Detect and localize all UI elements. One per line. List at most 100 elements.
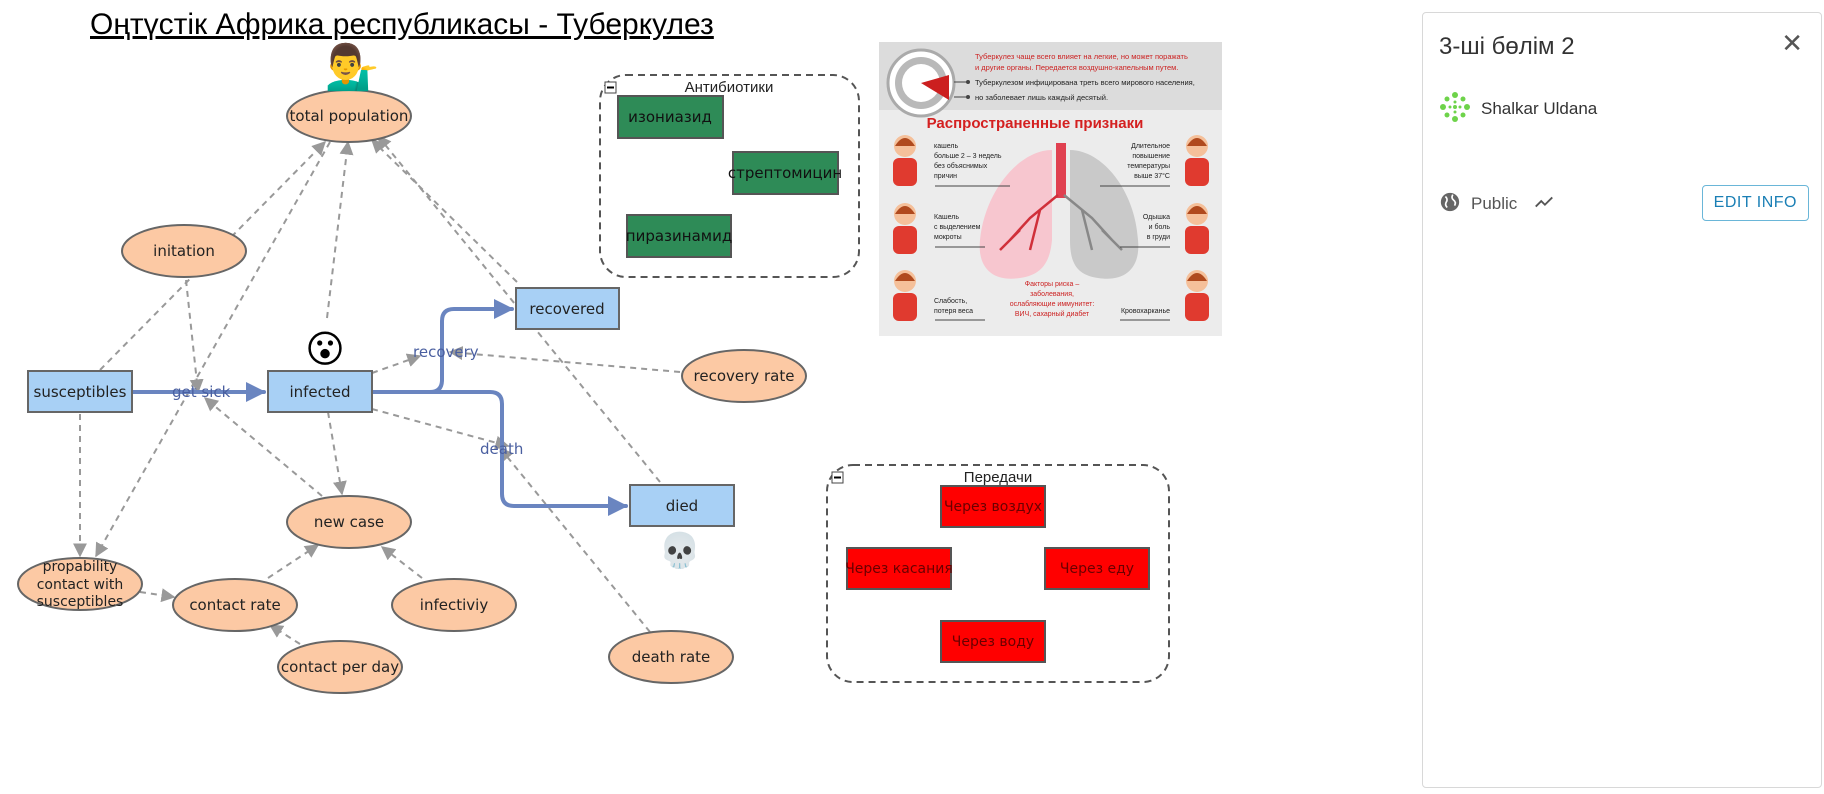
flow-death[interactable]: [370, 390, 628, 516]
link-infected-recovery[interactable]: [371, 353, 422, 374]
symptom-left-1: без объяснимых: [934, 162, 988, 170]
link-contactrate-newcase[interactable]: [267, 544, 320, 579]
stock-recovered[interactable]: recovered: [515, 287, 620, 330]
symptom-left-2: с выделением: [934, 224, 981, 231]
var-contact-rate[interactable]: contact rate: [172, 578, 298, 632]
avatar: [1439, 91, 1471, 127]
antibiotic-item[interactable]: стрептомицин: [728, 151, 842, 195]
symptom-right-2: Одышка: [1143, 214, 1170, 221]
antibiotic-item[interactable]: изониазид: [617, 95, 724, 139]
link-total-propability[interactable]: [95, 141, 331, 558]
stock-died-label: died: [666, 497, 698, 515]
flow-label-get-sick: get sick: [172, 383, 231, 401]
symptom-person-icon: [893, 135, 917, 186]
var-propability[interactable]: propability contact with susceptibles: [17, 557, 143, 611]
symptom-left-1: причин: [934, 173, 957, 180]
antibiotic-item-label: изониазид: [628, 108, 712, 126]
var-propability-line2: contact with: [37, 577, 124, 593]
edit-info-button[interactable]: EDIT INFO: [1701, 185, 1809, 221]
flow-label-recovery: recovery: [413, 343, 479, 361]
diagram-title: Оңтүстік Африка республикасы - Туберкуле…: [90, 8, 714, 41]
flow-labels: get sick recovery death: [172, 343, 523, 458]
author-name[interactable]: Shalkar Uldana: [1481, 99, 1598, 118]
antibiotics-group-label: Антибиотики: [685, 79, 774, 96]
symptom-left-1: больше 2 – 3 недель: [934, 152, 1002, 160]
var-contact-rate-label: contact rate: [189, 596, 280, 614]
lungs-icon: [979, 143, 1139, 279]
risk-factors-text: Факторы риска –: [1025, 281, 1080, 288]
symptom-right-2: и боль: [1149, 223, 1171, 231]
transmission-item-label: Через еду: [1060, 561, 1134, 577]
infographic-header-line1: Туберкулез чаще всего влияет на легкие, …: [975, 52, 1188, 61]
symptom-right-1: температуры: [1127, 163, 1170, 170]
visibility-row: Public: [1439, 191, 1555, 217]
stock-died[interactable]: died: [629, 484, 735, 527]
var-new-case[interactable]: new case: [286, 495, 412, 549]
symptom-person-icon: [893, 270, 917, 321]
link-contactperday-contactrate[interactable]: [268, 624, 301, 645]
var-recovery-rate[interactable]: recovery rate: [681, 349, 807, 403]
link-infected-total[interactable]: [326, 140, 354, 319]
antibiotic-item[interactable]: пиразинамид: [626, 214, 732, 258]
var-propability-line1: propability: [43, 559, 118, 575]
trending-icon[interactable]: [1533, 191, 1555, 217]
transmission-item[interactable]: Через еду: [1044, 547, 1150, 590]
infographic-header-line4: но заболевает лишь каждый десятый.: [975, 93, 1108, 102]
var-death-rate[interactable]: death rate: [608, 630, 734, 684]
var-propability-line3: susceptibles: [37, 594, 124, 610]
var-infectiviy[interactable]: infectiviy: [391, 578, 517, 632]
transmission-item-label: Через воздух: [944, 499, 1042, 515]
close-icon[interactable]: ✕: [1781, 29, 1803, 59]
var-contact-per-day[interactable]: contact per day: [277, 640, 403, 694]
surprised-face-emoji[interactable]: 😮: [305, 327, 345, 371]
var-total-population[interactable]: total population: [286, 89, 412, 143]
symptom-left-1: кашель: [934, 143, 958, 150]
symptom-left-2: мокроты: [934, 234, 962, 241]
transmission-item[interactable]: Через касания: [845, 547, 953, 590]
symptom-right-1: повышение: [1132, 153, 1170, 160]
var-new-case-label: new case: [314, 513, 384, 531]
skull-emoji[interactable]: 💀: [659, 531, 701, 571]
risk-factors-text: ослабляющие иммунитет:: [1010, 300, 1095, 308]
group-antibiotics[interactable]: Антибиотики изониазид стрептомицин пираз…: [599, 74, 860, 278]
var-initation[interactable]: initation: [121, 224, 247, 278]
info-panel: 3-ші бөлім 2 ✕ Shalkar Uldana Public: [1422, 12, 1822, 788]
link-recoveryrate-recovery[interactable]: [448, 346, 681, 373]
stock-recovered-label: recovered: [529, 300, 604, 318]
symptom-left-3: Слабость,: [934, 297, 967, 305]
flow-label-death: death: [480, 440, 523, 458]
var-infectiviy-label: infectiviy: [420, 596, 489, 614]
visibility-label: Public: [1471, 194, 1518, 213]
link-recovered-total[interactable]: [370, 139, 518, 283]
symptom-person-icon: [893, 203, 917, 254]
stock-infected[interactable]: infected: [267, 370, 373, 413]
link-initation-getsick[interactable]: [185, 279, 204, 394]
group-transmission[interactable]: Передачи Через воздух Через касания Чере…: [826, 464, 1170, 683]
link-infectiviy-newcase[interactable]: [380, 546, 423, 579]
panel-title: 3-ші бөлім 2: [1439, 33, 1575, 60]
symptom-left-3: потеря веса: [934, 308, 973, 315]
symptom-person-icon: [1185, 135, 1209, 186]
var-contact-per-day-label: contact per day: [281, 658, 399, 676]
link-deathrate-death[interactable]: [499, 446, 651, 633]
link-newcase-getsick[interactable]: [203, 397, 323, 497]
author-row[interactable]: Shalkar Uldana: [1439, 91, 1597, 127]
link-propability-contactrate[interactable]: [139, 588, 176, 603]
stock-infected-label: infected: [289, 383, 350, 401]
gauge-icon: [886, 48, 970, 118]
var-death-rate-label: death rate: [632, 648, 711, 666]
var-total-population-label: total population: [290, 107, 409, 125]
transmission-item[interactable]: Через воздух: [940, 485, 1046, 528]
tuberculosis-infographic[interactable]: Туберкулез чаще всего влияет на легкие, …: [879, 42, 1222, 336]
stock-susceptibles[interactable]: susceptibles: [27, 370, 133, 413]
person-tipping-hand-emoji[interactable]: 💁‍♂️: [325, 42, 380, 93]
link-infected-newcase[interactable]: [327, 411, 347, 496]
transmission-item-label: Через воду: [952, 634, 1034, 650]
risk-factors-text: заболевания,: [1030, 290, 1074, 298]
link-infected-death[interactable]: [371, 408, 510, 450]
infographic-heading: Распространенные признаки: [927, 115, 1144, 132]
link-susceptibles-total[interactable]: [99, 141, 326, 371]
symptom-right-1: выше 37°С: [1134, 172, 1170, 180]
transmission-item[interactable]: Через воду: [940, 620, 1046, 663]
